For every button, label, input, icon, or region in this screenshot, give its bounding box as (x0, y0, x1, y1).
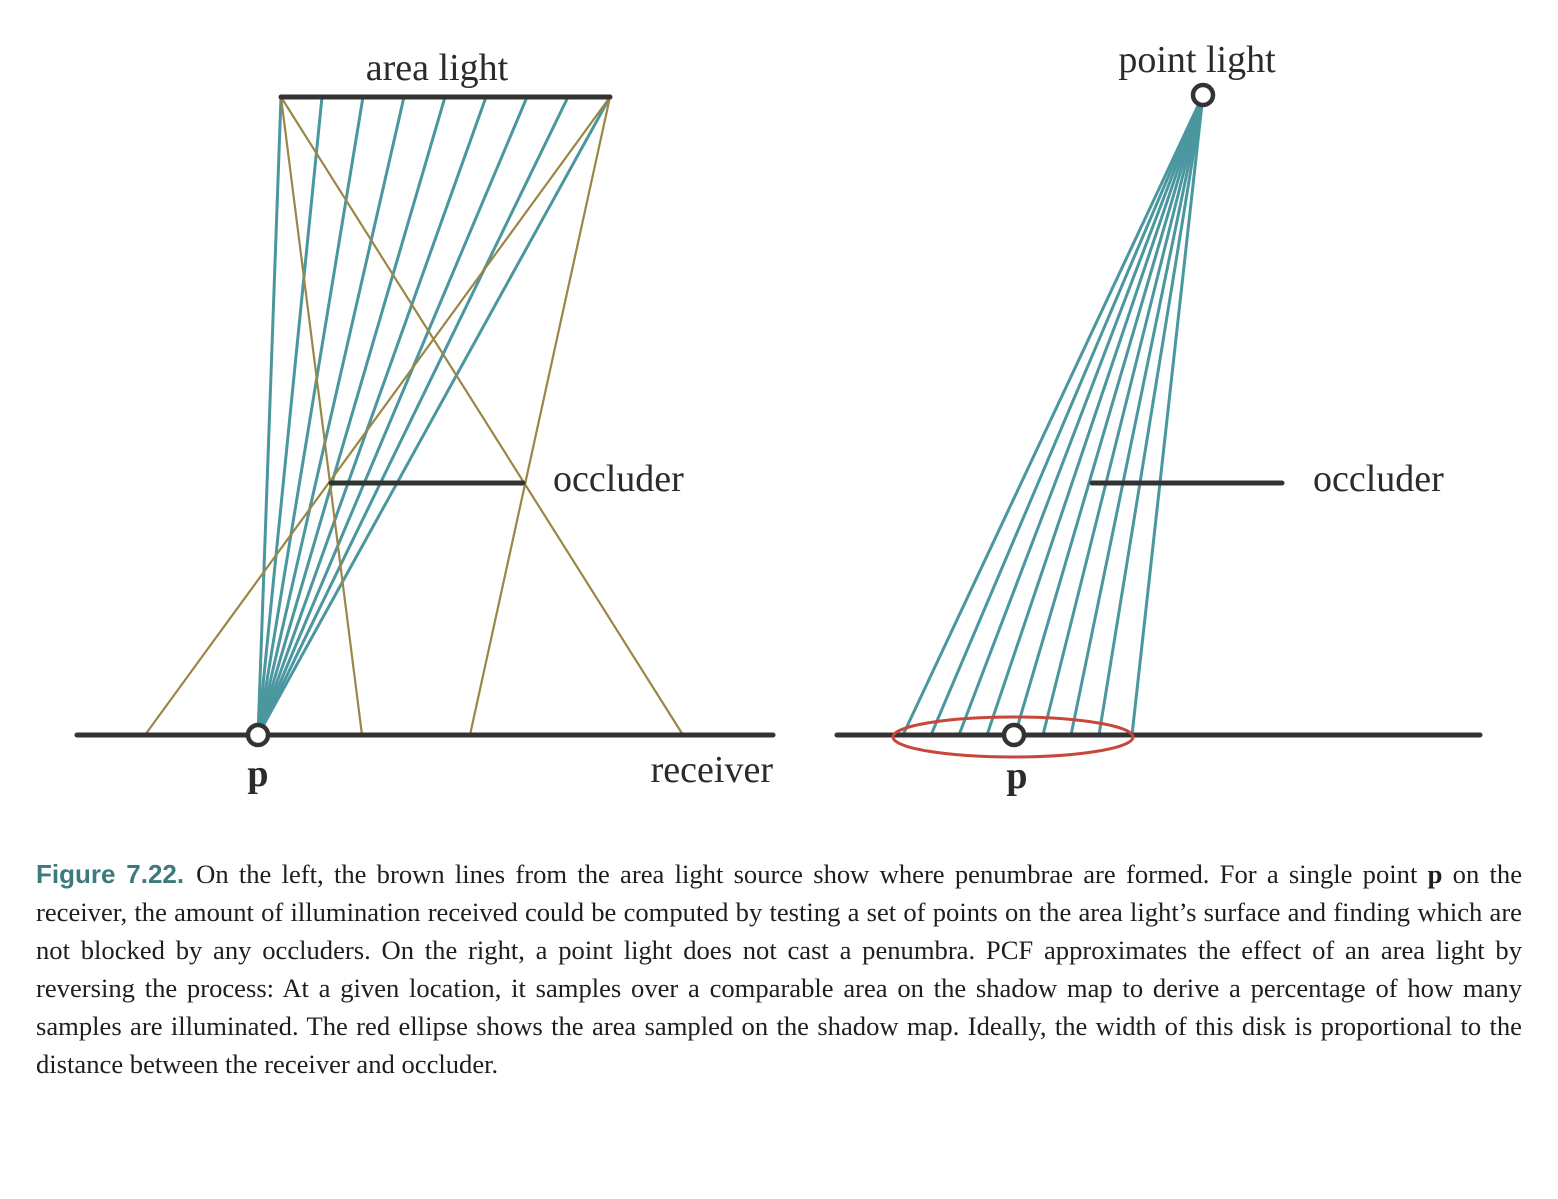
sample-ray (1097, 94, 1205, 736)
pcf-diagram: area light occluder receiver p point lig… (74, 39, 1483, 797)
figure-number: Figure 7.22. (36, 859, 185, 889)
sample-ray (1013, 94, 1205, 736)
penumbra-line (280, 96, 684, 736)
caption-bold-p: p (1427, 859, 1443, 889)
right-diagram: point light occluder p (834, 39, 1483, 797)
right-point-p-label: p (1006, 755, 1027, 797)
sample-ray (929, 94, 1205, 736)
point-light-label: point light (1118, 39, 1276, 81)
left-sample-rays (256, 96, 612, 736)
penumbra-line (279, 96, 364, 736)
point-light-marker (1190, 82, 1216, 108)
sample-ray (985, 94, 1205, 736)
sample-ray (1041, 94, 1205, 736)
sample-ray (256, 96, 447, 736)
sample-ray (256, 96, 570, 736)
sample-ray (256, 96, 365, 736)
receiver-label: receiver (651, 749, 774, 791)
sample-area-ellipse (891, 715, 1135, 759)
caption-text-part-2: on the receiver, the amount of illuminat… (36, 859, 1522, 1079)
left-point-p-label: p (247, 753, 268, 795)
sample-ray (256, 96, 488, 736)
left-diagram: area light occluder receiver p (74, 47, 776, 795)
figure-caption: Figure 7.22. On the left, the brown lines… (36, 856, 1522, 1083)
sample-ray (1130, 94, 1205, 736)
sample-ray (256, 96, 406, 736)
sample-ray (256, 96, 324, 736)
sample-ray (901, 94, 1205, 736)
right-point-p-marker (1001, 722, 1027, 748)
penumbra-line (468, 96, 612, 736)
caption-text-part-1: On the left, the brown lines from the ar… (196, 859, 1428, 889)
sample-ray (957, 94, 1205, 736)
right-occluder-label: occluder (1313, 458, 1444, 500)
left-occluder-label: occluder (553, 458, 684, 500)
sample-ray (1069, 94, 1205, 736)
sample-ray (256, 96, 612, 736)
area-light-label: area light (366, 47, 509, 89)
penumbra-line (144, 96, 611, 736)
sample-ray (256, 96, 529, 736)
left-penumbra-lines (144, 96, 684, 736)
sample-ray (256, 96, 283, 736)
left-point-p-marker (245, 722, 271, 748)
right-sample-rays (901, 94, 1205, 736)
